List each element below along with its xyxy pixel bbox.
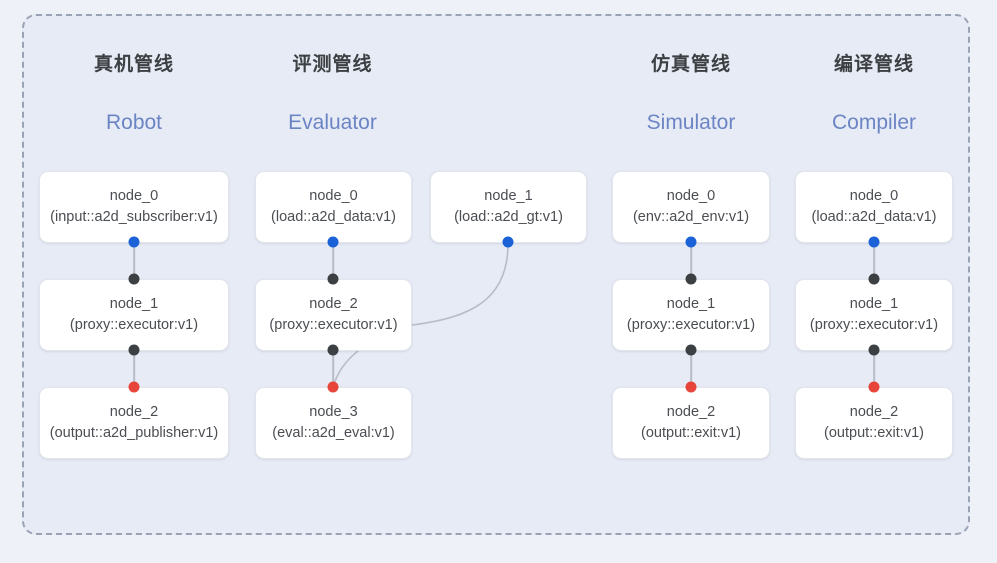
node-label-type: (load::a2d_data:v1) bbox=[271, 209, 396, 225]
pipeline-column-robot: 真机管线 Robot bbox=[39, 52, 229, 136]
node-label-name: node_0 bbox=[109, 188, 159, 204]
node-label-type: (eval::a2d_eval:v1) bbox=[272, 425, 395, 441]
node-label-type: (proxy::executor:v1) bbox=[809, 317, 939, 333]
node-label-name: node_0 bbox=[309, 188, 358, 204]
node-label-name: node_0 bbox=[666, 188, 716, 204]
port-in-black-compiler-1[interactable] bbox=[868, 273, 880, 285]
node-label-name: node_2 bbox=[109, 404, 159, 420]
node-evaluator-3[interactable]: node_3 (eval::a2d_eval:v1) bbox=[255, 387, 412, 459]
port-out-blue-evaluator-0[interactable] bbox=[327, 236, 339, 248]
link-robot-0-1 bbox=[133, 242, 135, 278]
node-label-type: (proxy::executor:v1) bbox=[69, 317, 199, 333]
link-evaluator-0-2 bbox=[332, 242, 334, 278]
node-label-name: node_1 bbox=[849, 296, 899, 312]
link-robot-1-2 bbox=[133, 350, 135, 386]
port-out-black-compiler-1[interactable] bbox=[868, 344, 880, 356]
port-out-black-simulator-1[interactable] bbox=[685, 344, 697, 356]
pipeline-column-compiler: 编译管线 Compiler bbox=[795, 52, 953, 136]
column-title-en-simulator: Simulator bbox=[646, 111, 736, 134]
node-label-name: node_1 bbox=[109, 296, 159, 312]
port-out-black-robot-1[interactable] bbox=[128, 344, 140, 356]
port-out-blue-simulator-0[interactable] bbox=[685, 236, 697, 248]
node-label-type: (env::a2d_env:v1) bbox=[632, 209, 750, 225]
node-label-type: (output::exit:v1) bbox=[824, 425, 924, 441]
node-robot-2[interactable]: node_2 (output::a2d_publisher:v1) bbox=[39, 387, 229, 459]
link-simulator-0-1 bbox=[690, 242, 692, 278]
port-out-blue-evaluator-1[interactable] bbox=[502, 236, 514, 248]
node-label-type: (input::a2d_subscriber:v1) bbox=[50, 209, 218, 225]
port-in-red-robot-2[interactable] bbox=[128, 381, 140, 393]
column-title-cn-simulator: 仿真管线 bbox=[650, 54, 731, 75]
node-evaluator-2[interactable]: node_2 (proxy::executor:v1) bbox=[255, 279, 412, 351]
node-label-type: (output::a2d_publisher:v1) bbox=[49, 425, 219, 441]
node-label-name: node_2 bbox=[309, 296, 358, 312]
column-title-en-compiler: Compiler bbox=[831, 111, 917, 134]
column-title-cn-evaluator: 评测管线 bbox=[292, 54, 373, 75]
node-label-name: node_2 bbox=[849, 404, 899, 420]
node-label-type: (output::exit:v1) bbox=[641, 425, 741, 441]
node-robot-1[interactable]: node_1 (proxy::executor:v1) bbox=[39, 279, 229, 351]
port-in-red-simulator-2[interactable] bbox=[685, 381, 697, 393]
node-label-name: node_0 bbox=[849, 188, 899, 204]
node-label-type: (load::a2d_gt:v1) bbox=[454, 209, 563, 225]
pipeline-column-evaluator: 评测管线 Evaluator bbox=[255, 52, 410, 136]
column-title-cn-robot: 真机管线 bbox=[93, 54, 174, 75]
node-label-name: node_3 bbox=[309, 404, 358, 420]
port-in-black-robot-1[interactable] bbox=[128, 273, 140, 285]
node-label-name: node_2 bbox=[666, 404, 716, 420]
port-in-black-simulator-1[interactable] bbox=[685, 273, 697, 285]
node-simulator-0[interactable]: node_0 (env::a2d_env:v1) bbox=[612, 171, 770, 243]
port-out-blue-robot-0[interactable] bbox=[128, 236, 140, 248]
node-evaluator-1[interactable]: node_1 (load::a2d_gt:v1) bbox=[430, 171, 587, 243]
node-label-name: node_1 bbox=[666, 296, 716, 312]
link-evaluator-2-3 bbox=[332, 350, 334, 386]
port-out-black-evaluator-2[interactable] bbox=[327, 344, 339, 356]
node-compiler-1[interactable]: node_1 (proxy::executor:v1) bbox=[795, 279, 953, 351]
link-compiler-0-1 bbox=[873, 242, 875, 278]
node-label-type: (load::a2d_data:v1) bbox=[811, 209, 937, 225]
column-title-en-robot: Robot bbox=[105, 111, 163, 134]
pipeline-column-simulator: 仿真管线 Simulator bbox=[612, 52, 770, 136]
node-label-name: node_1 bbox=[484, 188, 533, 204]
node-label-type: (proxy::executor:v1) bbox=[626, 317, 756, 333]
column-title-cn-compiler: 编译管线 bbox=[833, 54, 914, 75]
node-label-type: (proxy::executor:v1) bbox=[269, 317, 398, 333]
link-compiler-1-2 bbox=[873, 350, 875, 386]
node-compiler-2[interactable]: node_2 (output::exit:v1) bbox=[795, 387, 953, 459]
node-compiler-0[interactable]: node_0 (load::a2d_data:v1) bbox=[795, 171, 953, 243]
node-evaluator-0[interactable]: node_0 (load::a2d_data:v1) bbox=[255, 171, 412, 243]
port-in-black-evaluator-2[interactable] bbox=[327, 273, 339, 285]
port-out-blue-compiler-0[interactable] bbox=[868, 236, 880, 248]
node-simulator-1[interactable]: node_1 (proxy::executor:v1) bbox=[612, 279, 770, 351]
node-robot-0[interactable]: node_0 (input::a2d_subscriber:v1) bbox=[39, 171, 229, 243]
column-title-en-evaluator: Evaluator bbox=[288, 111, 377, 134]
link-simulator-1-2 bbox=[690, 350, 692, 386]
port-in-red-evaluator-3[interactable] bbox=[327, 381, 339, 393]
node-simulator-2[interactable]: node_2 (output::exit:v1) bbox=[612, 387, 770, 459]
port-in-red-compiler-2[interactable] bbox=[868, 381, 880, 393]
